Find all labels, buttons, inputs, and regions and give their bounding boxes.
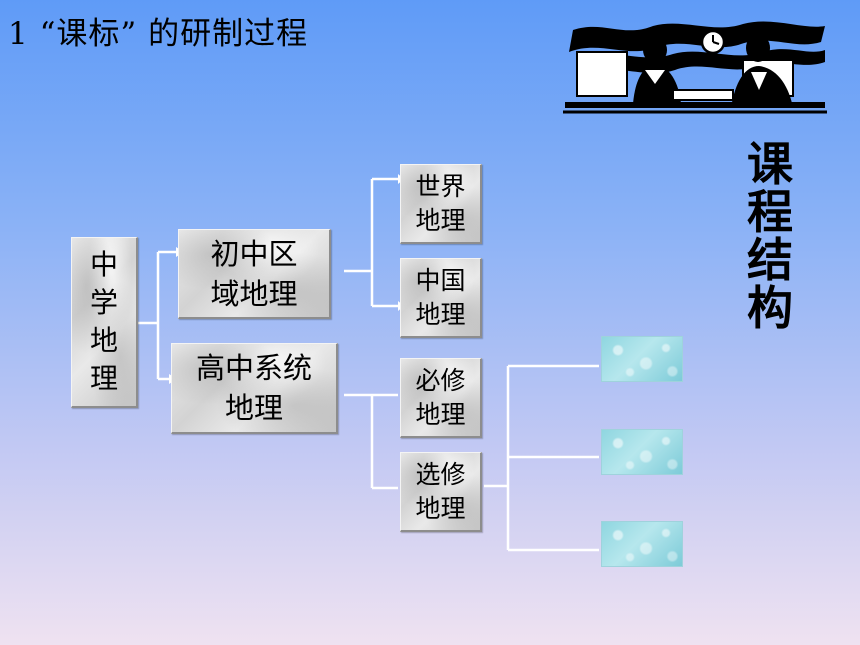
empty-node-1 [601, 336, 683, 382]
node-label-line1: 初中区 [210, 236, 298, 271]
node-elective-geography: 选修 地理 [400, 452, 482, 532]
node-required-geography: 必修 地理 [400, 358, 482, 438]
node-label-line2: 地理 [224, 391, 283, 425]
node-label-line1: 必修 [415, 365, 466, 395]
node-label-line2: 地理 [415, 399, 466, 429]
node-senior-systematic-geography: 高中系统 地理 [171, 343, 338, 434]
node-label-line1: 中国 [415, 265, 466, 295]
node-label-line1: 选修 [415, 459, 466, 489]
node-label-line1: 世界 [415, 171, 466, 201]
node-label-line1: 高中系统 [195, 351, 312, 385]
slide-title: 1 “课标” 的研制过程 [8, 16, 309, 52]
side-label: 课程结构 [747, 137, 793, 335]
node-middle-school-geography: 中学地理 [71, 237, 138, 408]
empty-node-2 [601, 429, 683, 475]
empty-node-3 [601, 521, 683, 567]
node-label-line2: 地理 [415, 205, 466, 235]
node-label-line2: 域地理 [210, 276, 298, 311]
node-label-line2: 地理 [415, 493, 466, 523]
node-world-geography: 世界 地理 [400, 164, 482, 244]
node-label: 中学地理 [89, 248, 118, 395]
node-label-line2: 地理 [415, 299, 466, 329]
office-meeting-clipart-icon [563, 20, 828, 120]
node-junior-regional-geography: 初中区 域地理 [178, 229, 331, 319]
node-china-geography: 中国 地理 [400, 258, 482, 338]
